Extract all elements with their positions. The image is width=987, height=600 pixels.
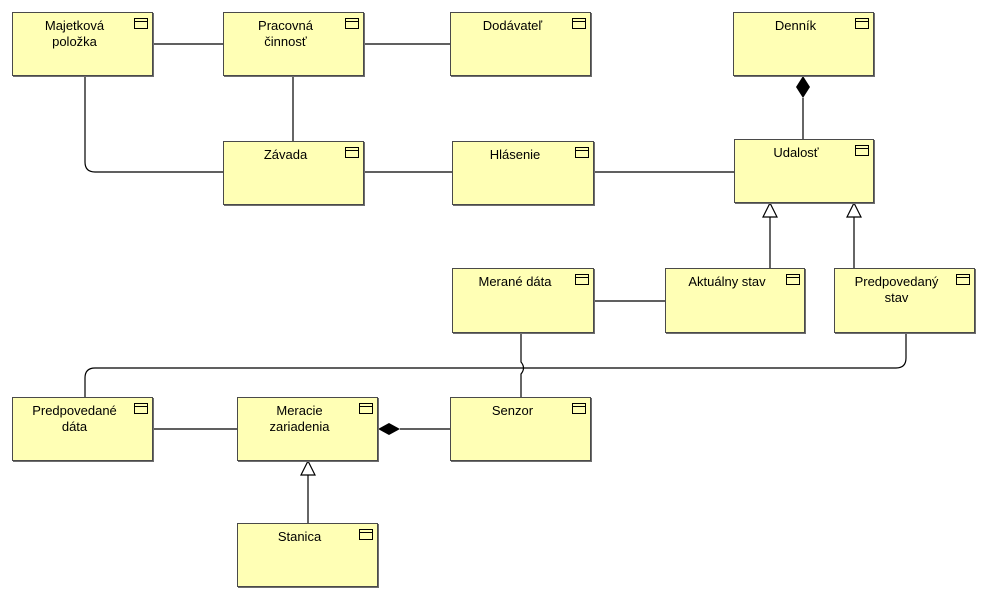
node-merane-data[interactable]: Merané dáta bbox=[452, 268, 594, 333]
node-label: Denník bbox=[774, 18, 817, 33]
node-predpovedane-data[interactable]: Predpovedané dáta bbox=[12, 397, 153, 461]
node-label: Aktuálny stav bbox=[688, 274, 766, 289]
class-icon bbox=[134, 403, 148, 414]
composition-diamond-meracie bbox=[378, 423, 400, 435]
composition-diamond-dennik bbox=[796, 76, 810, 98]
node-dennik[interactable]: Denník bbox=[733, 12, 874, 76]
class-icon bbox=[572, 18, 586, 29]
class-icon bbox=[855, 145, 869, 156]
class-icon bbox=[575, 274, 589, 285]
node-meracie-zariadenia[interactable]: Meracie zariadenia bbox=[237, 397, 378, 461]
node-senzor[interactable]: Senzor bbox=[450, 397, 591, 461]
node-label: Majetková položka bbox=[44, 18, 105, 49]
class-icon bbox=[855, 18, 869, 29]
node-label: Stanica bbox=[277, 529, 322, 544]
line-merane-senzor[interactable] bbox=[520, 334, 525, 397]
node-label: Senzor bbox=[491, 403, 534, 418]
line-majetkova-zavada[interactable] bbox=[84, 77, 223, 173]
generalization-arrow-aktualny bbox=[762, 201, 778, 218]
node-label: Meracie zariadenia bbox=[269, 403, 330, 434]
generalization-arrow-predpovedany bbox=[846, 201, 862, 218]
node-stanica[interactable]: Stanica bbox=[237, 523, 378, 587]
class-icon bbox=[359, 403, 373, 414]
node-label: Merané dáta bbox=[478, 274, 552, 289]
class-icon bbox=[572, 403, 586, 414]
class-icon bbox=[786, 274, 800, 285]
class-icon bbox=[134, 18, 148, 29]
node-aktualny-stav[interactable]: Aktuálny stav bbox=[665, 268, 805, 333]
node-label: Hlásenie bbox=[489, 147, 541, 162]
node-label: Udalosť bbox=[773, 145, 819, 160]
class-icon bbox=[359, 529, 373, 540]
node-label: Predpovedaný stav bbox=[854, 274, 939, 305]
node-pracovna-cinnost[interactable]: Pracovná činnosť bbox=[223, 12, 364, 76]
node-label: Predpovedané dáta bbox=[32, 403, 117, 434]
class-icon bbox=[345, 18, 359, 29]
node-label: Pracovná činnosť bbox=[258, 18, 313, 49]
node-udalost[interactable]: Udalosť bbox=[734, 139, 874, 203]
node-label: Závada bbox=[263, 147, 308, 162]
line-predpovedany-predpovedane[interactable] bbox=[84, 333, 907, 397]
class-icon bbox=[345, 147, 359, 158]
node-label: Dodávateľ bbox=[482, 18, 543, 33]
generalization-arrow-stanica bbox=[300, 459, 316, 476]
node-predpovedany-stav[interactable]: Predpovedaný stav bbox=[834, 268, 975, 333]
class-icon bbox=[575, 147, 589, 158]
node-dodavatel[interactable]: Dodávateľ bbox=[450, 12, 591, 76]
node-hlasenie[interactable]: Hlásenie bbox=[452, 141, 594, 205]
node-zavada[interactable]: Závada bbox=[223, 141, 364, 205]
node-majetkova-polozka[interactable]: Majetková položka bbox=[12, 12, 153, 76]
class-icon bbox=[956, 274, 970, 285]
